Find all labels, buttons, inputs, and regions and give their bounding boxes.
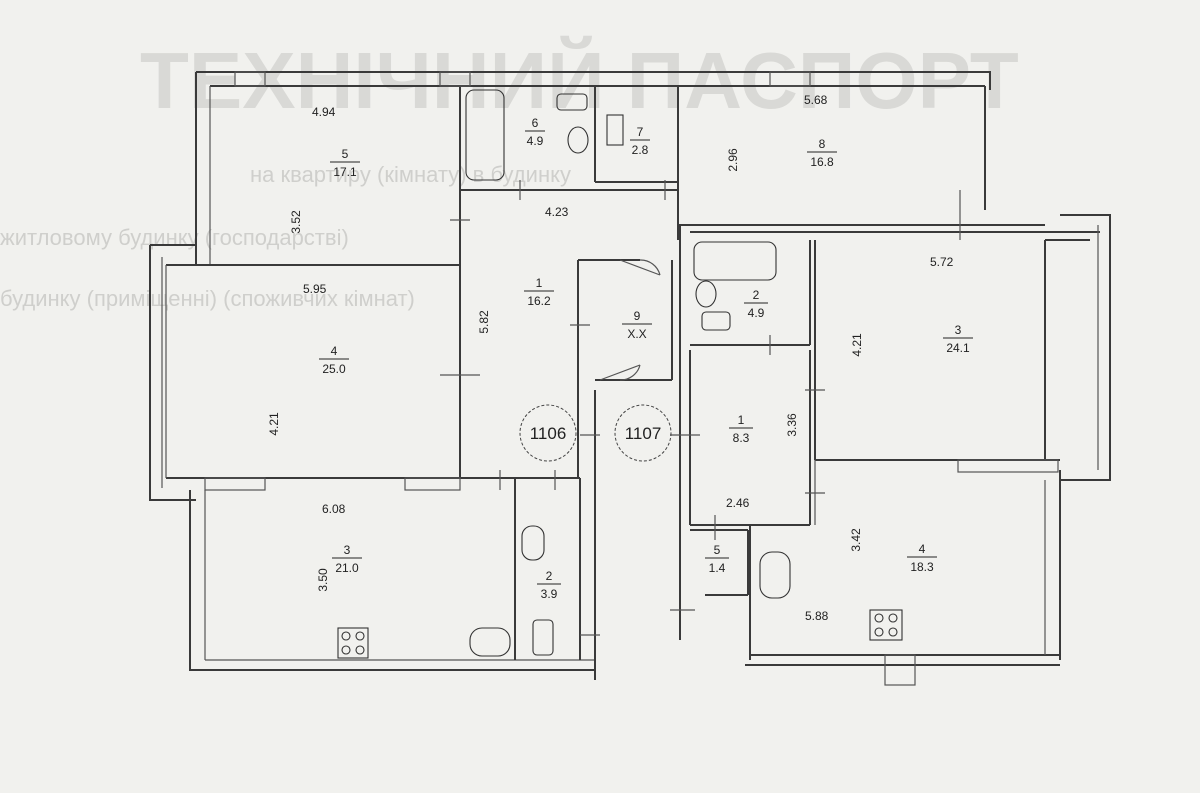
svg-text:4.9: 4.9 [748, 306, 765, 320]
bathtub-1106 [465, 89, 505, 181]
dimension-label: 2.96 [726, 148, 740, 172]
svg-text:3: 3 [955, 323, 962, 337]
apartment-circle-1107 [614, 404, 672, 462]
svg-text:7: 7 [637, 125, 644, 139]
room-label: 116.2 [524, 276, 554, 308]
dimension-label: 5.95 [303, 282, 327, 296]
svg-text:18.3: 18.3 [910, 560, 934, 574]
svg-text:5: 5 [714, 543, 721, 557]
dimension-label: 4.21 [267, 412, 281, 436]
toilet-1107 [701, 311, 731, 331]
room-label: 418.3 [907, 542, 937, 574]
sink-1106 [567, 126, 589, 154]
svg-text:25.0: 25.0 [322, 362, 346, 376]
dimension-label: 5.88 [805, 609, 829, 623]
apartment-markers: 1106 1107 [519, 404, 672, 462]
dimension-label: 2.46 [726, 496, 750, 510]
dimension-label: 3.52 [289, 210, 303, 234]
room-label: 324.1 [943, 323, 973, 355]
svg-text:X.X: X.X [627, 327, 646, 341]
dimension-label: 5.68 [804, 93, 828, 107]
svg-text:8: 8 [819, 137, 826, 151]
walls-apartment-1107 [670, 190, 1111, 686]
svg-text:4: 4 [331, 344, 338, 358]
dimension-label: 5.82 [477, 310, 491, 334]
svg-text:2: 2 [546, 569, 553, 583]
dimensions-1106: 4.94 3.52 5.68 2.96 4.23 5.95 5.82 4.21 … [267, 93, 828, 592]
apartment-circle-1106 [519, 404, 577, 462]
svg-text:9: 9 [634, 309, 641, 323]
room-label: 64.9 [525, 116, 545, 148]
room-label: 23.9 [537, 569, 561, 601]
background-line-1: на квартиру (кімнату) в будинку [250, 162, 571, 187]
dimension-label: 3.36 [785, 413, 799, 437]
svg-text:1: 1 [536, 276, 543, 290]
sink-bath-2 [521, 525, 545, 561]
toilet-bath-2 [532, 619, 554, 656]
walls-apartment-1106 [149, 71, 1045, 680]
svg-text:17.1: 17.1 [333, 165, 357, 179]
svg-text:2.8: 2.8 [632, 143, 649, 157]
svg-text:5: 5 [342, 147, 349, 161]
fixtures [337, 89, 903, 659]
room-label: 9X.X [622, 309, 652, 341]
svg-text:1.4: 1.4 [709, 561, 726, 575]
toilet-1106 [556, 93, 588, 111]
room-labels-1106: 517.1 64.9 72.8 816.8 116.2 9X.X 425.0 3… [319, 116, 837, 601]
dimension-label: 3.50 [316, 568, 330, 592]
dimension-label: 6.08 [322, 502, 346, 516]
svg-text:16.2: 16.2 [527, 294, 551, 308]
room-label: 321.0 [332, 543, 362, 575]
room-label: 24.9 [744, 288, 768, 320]
shower-bath-2 [469, 627, 511, 657]
svg-text:24.1: 24.1 [946, 341, 970, 355]
dimension-label: 4.21 [850, 333, 864, 357]
stove-1106-icon [337, 627, 369, 659]
dimensions-1107: 5.72 4.21 3.36 2.46 3.42 5.88 [726, 255, 954, 623]
svg-text:3.9: 3.9 [541, 587, 558, 601]
bathtub-1107 [693, 241, 777, 281]
svg-text:16.8: 16.8 [810, 155, 834, 169]
stove-1107-icon [869, 609, 903, 641]
svg-text:1: 1 [738, 413, 745, 427]
svg-text:2: 2 [753, 288, 760, 302]
dimension-label: 5.72 [930, 255, 954, 269]
dimension-label: 4.23 [545, 205, 569, 219]
svg-text:4.9: 4.9 [527, 134, 544, 148]
svg-text:8.3: 8.3 [733, 431, 750, 445]
room-label: 425.0 [319, 344, 349, 376]
svg-text:6: 6 [532, 116, 539, 130]
background-heading: ТЕХНІЧНИЙ ПАСПОРТ [140, 35, 1019, 125]
room-labels-1107: 24.9 324.1 18.3 51.4 418.3 [705, 288, 973, 575]
sink-1107 [695, 280, 717, 308]
background-form-text: ТЕХНІЧНИЙ ПАСПОРТ на квартиру (кімнату) … [0, 35, 1019, 311]
dimension-label: 3.42 [849, 528, 863, 552]
room-label: 72.8 [630, 125, 650, 157]
svg-text:4: 4 [919, 542, 926, 556]
room-label: 51.4 [705, 543, 729, 575]
apartment-number-1107: 1107 [625, 424, 662, 443]
dimension-label: 4.94 [312, 105, 336, 119]
wc-fixture [606, 114, 624, 146]
svg-text:3: 3 [344, 543, 351, 557]
room-label: 18.3 [729, 413, 753, 445]
sink-kitchen-1107 [759, 551, 791, 599]
apartment-number-1106: 1106 [530, 424, 567, 443]
room-label: 816.8 [807, 137, 837, 169]
room-label: 517.1 [330, 147, 360, 179]
background-line-3: будинку (приміщенні) (споживчих кімнат) [0, 286, 415, 311]
svg-text:21.0: 21.0 [335, 561, 359, 575]
